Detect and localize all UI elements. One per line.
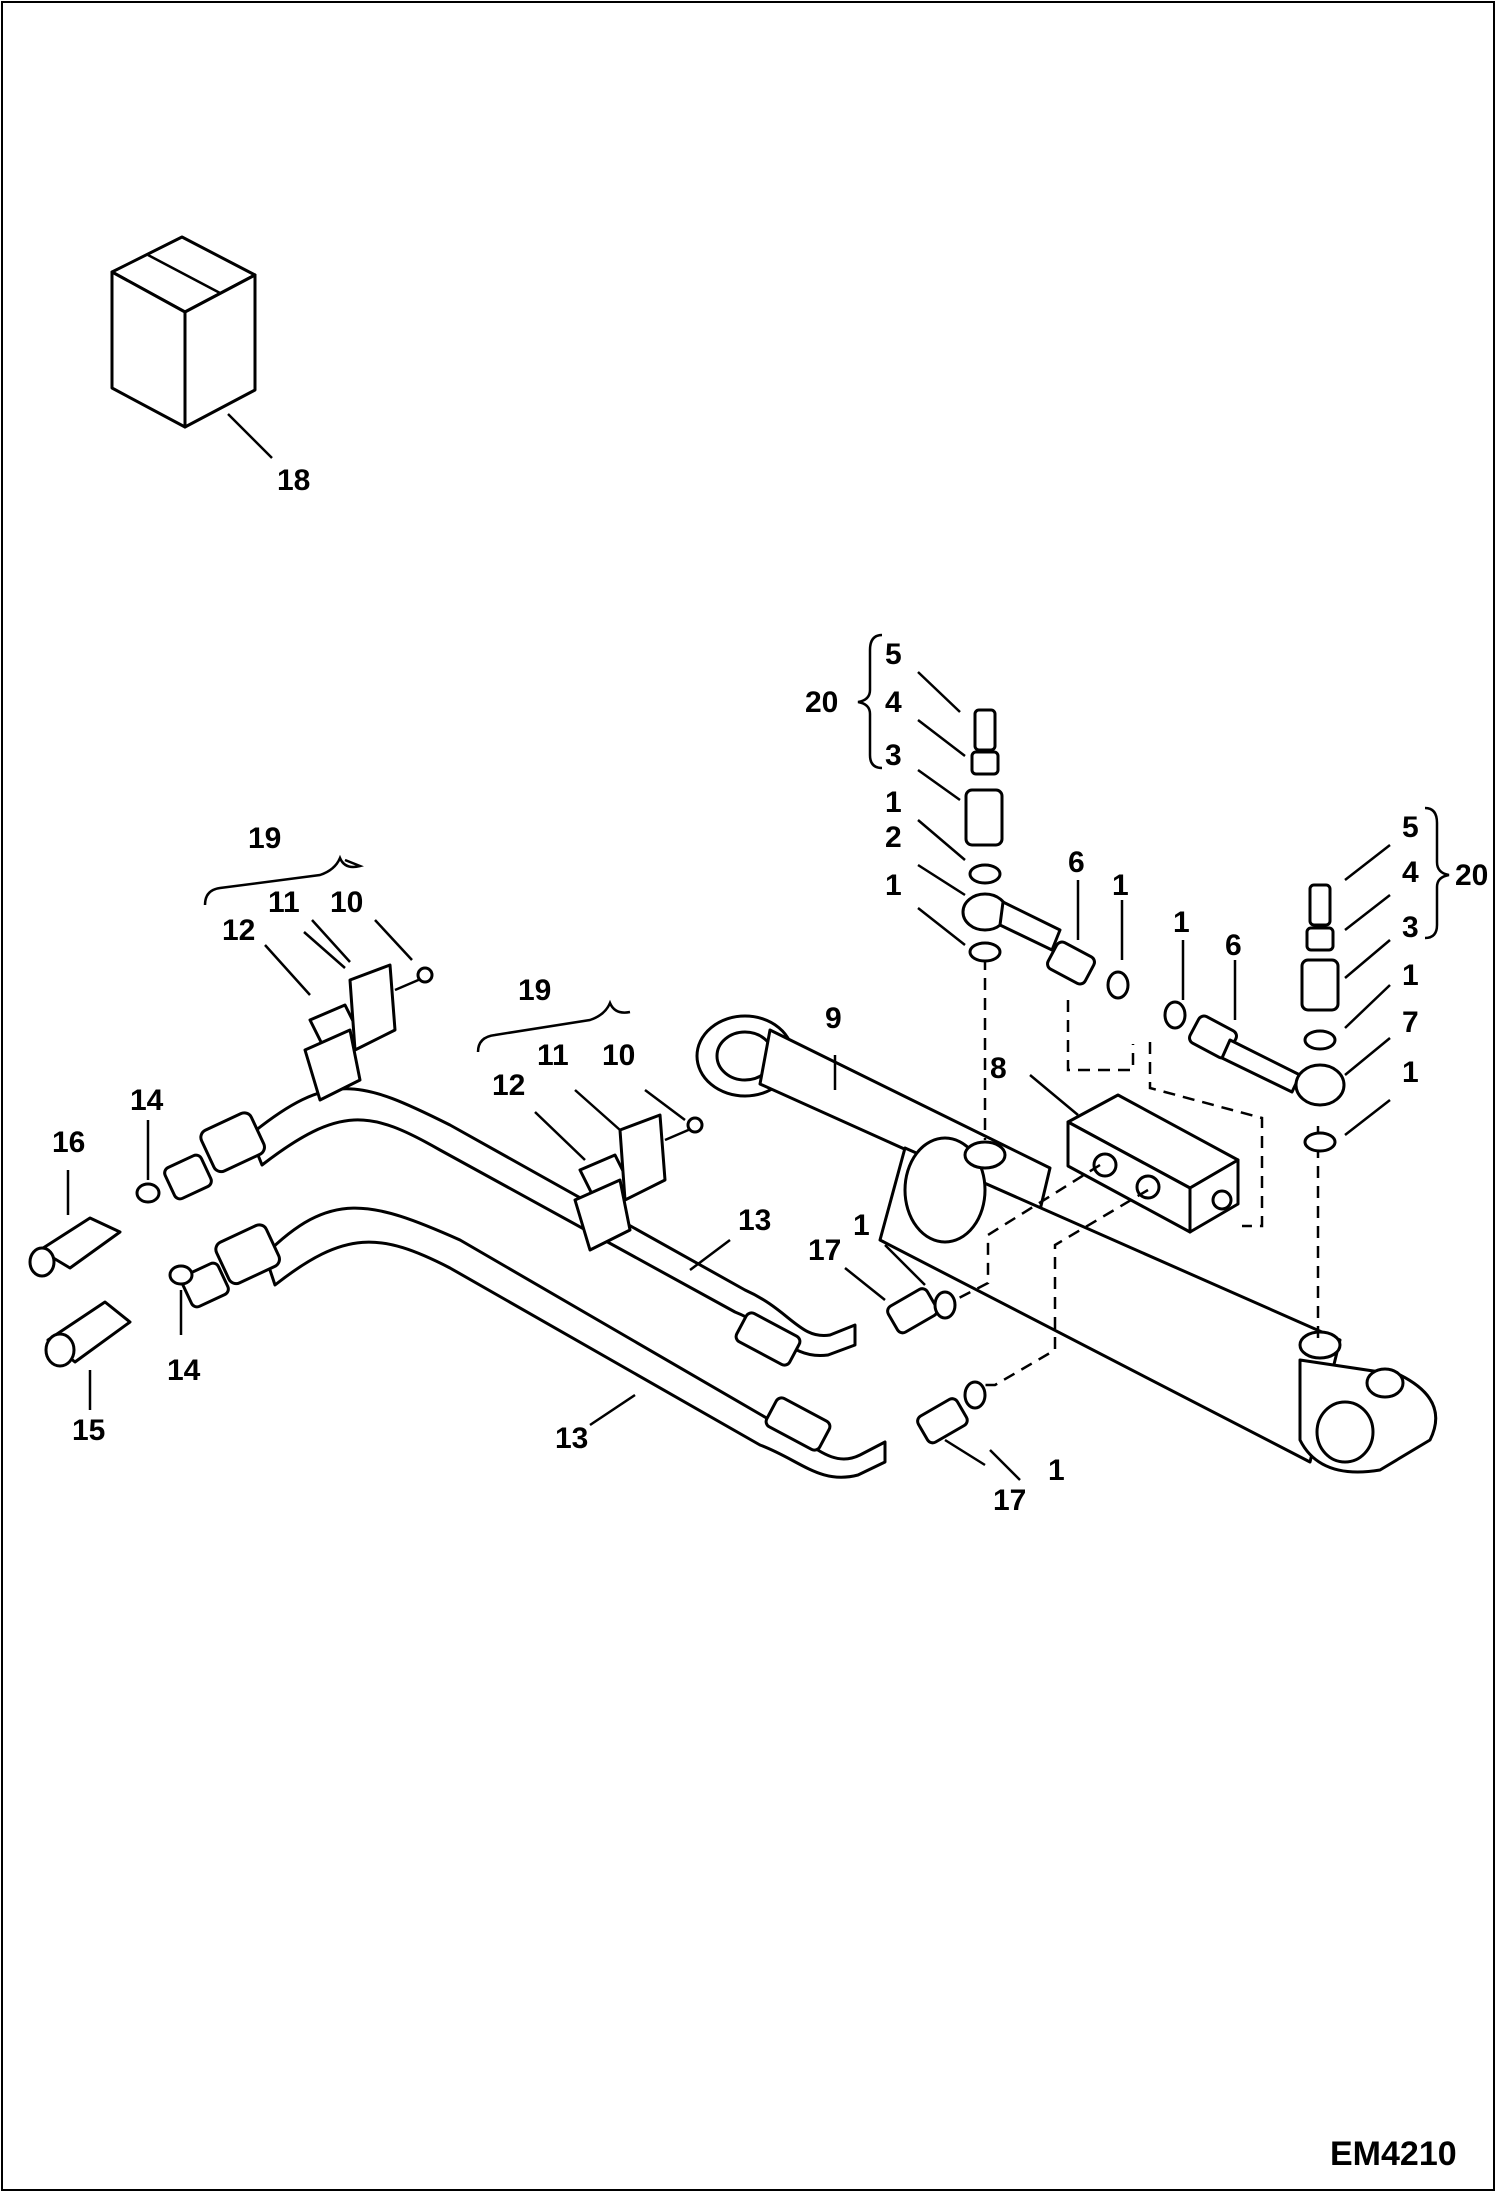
hose-clamp-1	[303, 963, 434, 1102]
quick-coupler-male	[28, 1216, 122, 1278]
callout-19-a: 19	[248, 822, 281, 855]
callout-1-mid-left: 1	[1112, 869, 1129, 902]
hose-upper	[248, 1087, 857, 1358]
callout-17-lower: 17	[993, 1484, 1026, 1517]
callout-18: 18	[277, 464, 310, 497]
callout-12-a: 12	[222, 914, 255, 947]
diagram-code: EM4210	[1330, 2135, 1457, 2173]
callout-20-right: 20	[1455, 859, 1488, 892]
callout-3-right: 3	[1402, 911, 1419, 944]
o-ring-14-upper	[135, 1182, 161, 1204]
brace-19a	[203, 854, 364, 906]
callout-2: 2	[885, 821, 902, 854]
callout-1-lower-adapter: 1	[1048, 1454, 1065, 1487]
callout-1-right-top: 1	[1402, 959, 1419, 992]
callout-4-right: 4	[1402, 856, 1419, 889]
callout-1-mid-right: 1	[1173, 906, 1190, 939]
callout-16: 16	[52, 1126, 85, 1159]
hose-end-fittings-left	[163, 1111, 281, 1309]
brace-19b	[476, 999, 631, 1053]
leader-lines	[66, 671, 1391, 1481]
relief-valve-left	[961, 708, 1062, 963]
valve-block	[1066, 1093, 1240, 1234]
callout-12-b: 12	[492, 1069, 525, 1102]
adapter-fittings	[734, 1287, 987, 1452]
callout-19-b: 19	[518, 974, 551, 1007]
callout-4-left: 4	[885, 686, 902, 719]
hose-clamp-2	[573, 1113, 704, 1252]
kit-box	[110, 235, 257, 429]
callout-3-left: 3	[885, 739, 902, 772]
relief-valve-right	[1294, 883, 1346, 1153]
hose-lower	[263, 1206, 887, 1479]
callout-20-left: 20	[805, 686, 838, 719]
callout-1-left-top: 1	[885, 786, 902, 819]
callout-6-left: 6	[1068, 846, 1085, 879]
leader-18	[227, 413, 273, 459]
callout-5-right: 5	[1402, 811, 1419, 844]
callout-1-right-bottom: 1	[1402, 1056, 1419, 1089]
callout-11-a: 11	[268, 886, 300, 919]
o-ring-14-lower	[168, 1264, 194, 1286]
callout-17-upper: 17	[808, 1234, 841, 1267]
brace-20a	[857, 633, 883, 770]
hydraulic-cylinder	[695, 1014, 1438, 1474]
callout-1-upper-adapter: 1	[853, 1209, 870, 1242]
callout-10-a: 10	[330, 886, 363, 919]
callout-14-upper: 14	[130, 1084, 164, 1117]
callout-13-lower: 13	[555, 1422, 588, 1455]
quick-coupler-female	[44, 1300, 132, 1368]
callout-1-left-bottom: 1	[885, 869, 902, 902]
fittings-6	[1046, 940, 1302, 1094]
callout-8: 8	[990, 1052, 1007, 1085]
callout-5-left: 5	[885, 638, 902, 671]
brace-20b	[1424, 806, 1450, 940]
callout-14-lower: 14	[167, 1354, 201, 1387]
callout-11-b: 11	[537, 1039, 569, 1072]
callout-15: 15	[72, 1414, 105, 1447]
callout-6-right: 6	[1225, 929, 1242, 962]
connection-lines	[954, 958, 1320, 1387]
callout-7: 7	[1402, 1006, 1419, 1039]
callout-13-upper: 13	[738, 1204, 771, 1237]
callout-10-b: 10	[602, 1039, 635, 1072]
callout-9: 9	[825, 1002, 842, 1035]
